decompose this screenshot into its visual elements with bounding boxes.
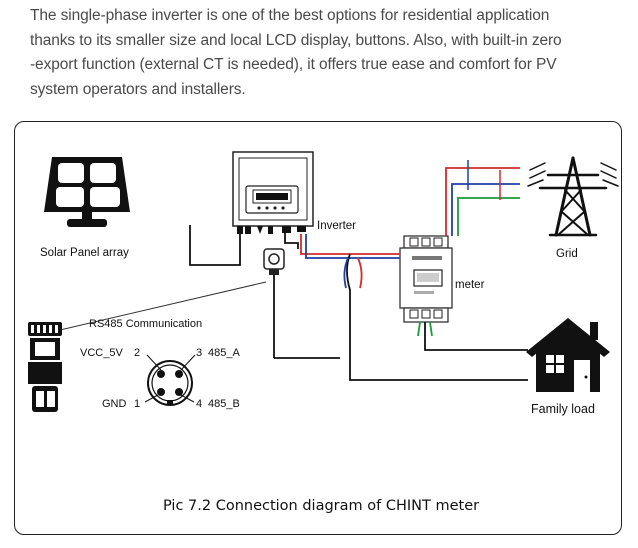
rs485-label: RS485 Communication — [89, 318, 202, 330]
intro-line-4: system operators and installers. — [30, 80, 246, 98]
pin-3-label: 3 — [196, 347, 202, 359]
grid-label: Grid — [556, 248, 578, 260]
family-load-label: Family load — [531, 402, 595, 416]
meter-label: meter — [455, 279, 485, 291]
rs485-line — [59, 281, 267, 331]
red-wire-inverter — [300, 234, 400, 255]
intro-text: The single-phase inverter is one of the … — [30, 4, 630, 102]
house-icon — [526, 318, 610, 392]
inverter-icon — [232, 151, 314, 234]
meter-icon — [399, 235, 453, 323]
load-wire-2 — [424, 322, 528, 351]
diagram-frame — [14, 121, 622, 535]
pin-2-label: 2 — [134, 347, 140, 359]
ct-clamp-icon — [263, 248, 285, 275]
grid-wire-red — [445, 167, 520, 236]
pin-1-label: 1 — [134, 398, 140, 410]
intro-line-1: The single-phase inverter is one of the … — [30, 7, 550, 24]
ct-lead-wire — [284, 233, 299, 249]
grid-wire-green — [457, 197, 520, 236]
wiring — [59, 160, 528, 381]
blue-wire-inverter — [305, 234, 400, 259]
pin-4-name-label: 485_B — [208, 398, 240, 410]
pin-gnd-label: GND — [102, 398, 127, 410]
intro-line-2: thanks to its smaller size and local LCD… — [30, 31, 562, 49]
grid-wire-blue — [451, 183, 520, 236]
dc-wire — [189, 225, 241, 266]
solar-panel-label: Solar Panel array — [40, 247, 129, 259]
grid-tower-icon — [527, 156, 619, 237]
rs485-connector-icon — [28, 322, 62, 412]
pin-vcc-label: VCC_5V — [80, 347, 123, 359]
pin-4-label: 4 — [196, 398, 202, 410]
diagram-caption: Pic 7.2 Connection diagram of CHINT mete… — [163, 498, 479, 514]
pin-3-name-label: 485_A — [208, 347, 240, 359]
intro-line-3: -export function (external CT is needed)… — [30, 56, 557, 73]
load-wire-1 — [346, 253, 528, 381]
pinout-diagram — [144, 354, 196, 406]
inverter-label: Inverter — [317, 220, 356, 232]
solar-panel-icon — [44, 157, 130, 227]
